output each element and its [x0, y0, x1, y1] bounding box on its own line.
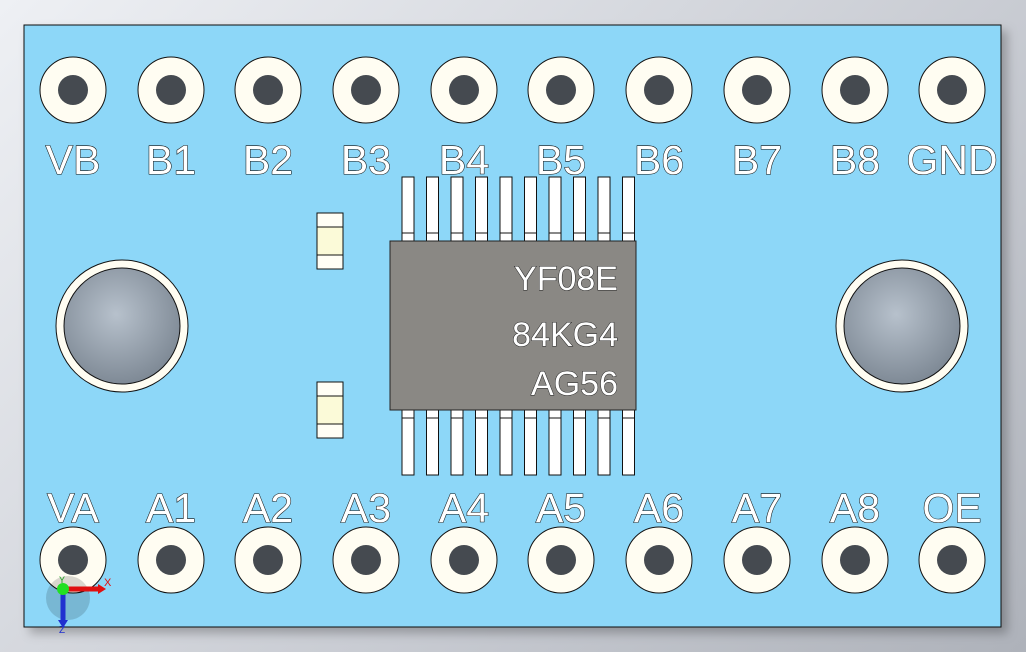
pin-b6[interactable]: B6: [625, 56, 693, 184]
pin-label: A4: [439, 485, 489, 531]
pin-b5[interactable]: B5: [527, 56, 595, 184]
capacitors: [316, 212, 344, 439]
pin-label: A5: [536, 485, 586, 531]
pin-label: A7: [732, 485, 782, 531]
pin-label: A8: [830, 485, 880, 531]
drill-hole: [937, 545, 967, 575]
drill-hole: [937, 75, 967, 105]
pin-label: B3: [341, 137, 391, 183]
pin-b1[interactable]: B1: [137, 56, 205, 184]
drill-hole: [546, 545, 576, 575]
mounting-hole: [55, 259, 189, 393]
pin-b2[interactable]: B2: [234, 56, 302, 184]
pin-label: VA: [47, 485, 99, 531]
pin-va[interactable]: VA: [39, 484, 107, 594]
chip-lead: [475, 409, 488, 476]
mounting-hole: [835, 259, 969, 393]
z-axis-label: Z: [59, 625, 65, 636]
pin-a8[interactable]: A8: [821, 484, 889, 594]
pin-label: B4: [439, 137, 489, 183]
drill-hole: [156, 545, 186, 575]
pin-label: B7: [732, 137, 782, 183]
chip-lead: [401, 409, 415, 476]
drill-hole: [156, 75, 186, 105]
pin-a6[interactable]: A6: [625, 484, 693, 594]
axis-triad-icon: X Y Z: [46, 575, 112, 636]
capacitor: [316, 212, 344, 270]
chip-lead: [573, 176, 586, 242]
drill-hole: [644, 75, 674, 105]
pin-a7[interactable]: A7: [723, 484, 791, 594]
pin-label: B1: [146, 137, 196, 183]
pin-label: B8: [830, 137, 880, 183]
drill-hole: [840, 75, 870, 105]
pin-label: A6: [634, 485, 684, 531]
chip-lead: [499, 409, 513, 476]
pin-label: A1: [146, 485, 196, 531]
chip-lead: [450, 176, 464, 242]
pin-a1[interactable]: A1: [137, 484, 205, 594]
pin-b8[interactable]: B8: [821, 56, 889, 184]
chip-lead: [597, 409, 611, 476]
pin-label: A2: [243, 485, 293, 531]
chip-marking-line-1: YF08E: [514, 260, 618, 298]
pin-label: A3: [341, 485, 391, 531]
pin-b3[interactable]: B3: [332, 56, 400, 184]
pin-label: GND: [906, 137, 997, 183]
pin-b4[interactable]: B4: [430, 56, 498, 184]
chip-lead: [573, 409, 586, 476]
pin-vb[interactable]: VB: [39, 56, 107, 184]
drill-hole: [351, 545, 381, 575]
chip-lead: [597, 176, 611, 242]
drill-hole: [449, 545, 479, 575]
ic-chip[interactable]: YF08E 84KG4 AG56: [389, 176, 637, 476]
drill-hole: [449, 75, 479, 105]
chip-lead: [475, 176, 488, 242]
drill-hole: [742, 75, 772, 105]
pin-b7[interactable]: B7: [723, 56, 791, 184]
pin-label: B5: [536, 137, 586, 183]
pin-label: B2: [243, 137, 293, 183]
chip-body: [389, 240, 637, 411]
drill-hole: [644, 545, 674, 575]
chip-marking-line-3: AG56: [531, 365, 618, 403]
pin-a5[interactable]: A5: [527, 484, 595, 594]
drill-hole: [840, 545, 870, 575]
pin-label: OE: [922, 485, 981, 531]
chip-lead: [450, 409, 464, 476]
chip-lead: [499, 176, 513, 242]
pin-oe[interactable]: OE: [918, 484, 986, 594]
chip-lead: [524, 409, 537, 476]
drill-hole: [546, 75, 576, 105]
chip-lead: [401, 176, 415, 242]
mounting-holes: [55, 259, 969, 393]
chip-marking-line-2: 84KG4: [512, 316, 618, 354]
x-axis-label: X: [104, 577, 112, 589]
pin-a3[interactable]: A3: [332, 484, 400, 594]
chip-lead: [548, 409, 562, 476]
pin-a2[interactable]: A2: [234, 484, 302, 594]
y-axis-label: Y: [59, 575, 65, 585]
pin-label: B6: [634, 137, 684, 183]
drill-hole: [58, 545, 88, 575]
chip-lead: [524, 176, 537, 242]
pin-headers: VB B1 B2 B3 B4 B5 B6 B7 B8 GND VA A1 A2 A3 A4 A5 A6 A7 A8 O…: [39, 56, 998, 594]
chip-lead: [426, 176, 439, 242]
capacitor: [316, 381, 344, 439]
chip-lead: [622, 409, 635, 476]
drill-hole: [253, 545, 283, 575]
pin-label: VB: [46, 137, 101, 183]
pin-gnd[interactable]: GND: [906, 56, 998, 184]
drill-hole: [58, 75, 88, 105]
chip-lead: [622, 176, 635, 242]
chip-lead: [548, 176, 562, 242]
drill-hole: [253, 75, 283, 105]
pin-a4[interactable]: A4: [430, 484, 498, 594]
drill-hole: [351, 75, 381, 105]
drill-hole: [742, 545, 772, 575]
chip-lead: [426, 409, 439, 476]
